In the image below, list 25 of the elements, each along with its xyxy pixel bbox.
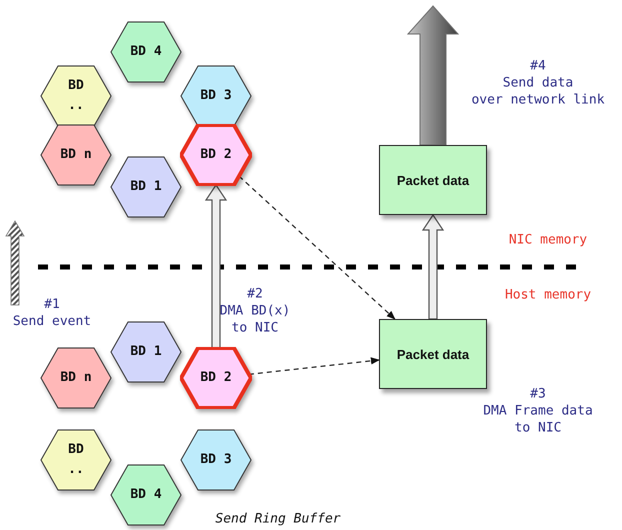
- thick-arrow: [406, 5, 460, 146]
- hollow-arrow: [422, 214, 444, 320]
- memory-region-label: NIC memory: [508, 232, 588, 248]
- descriptor-label: BD ..: [67, 77, 85, 115]
- memory-region-label: Host memory: [504, 286, 592, 304]
- descriptor-label: BD n: [60, 369, 92, 387]
- descriptor-label: BD ..: [67, 441, 85, 479]
- hollow-arrow: [204, 184, 228, 349]
- descriptor-label: BD 2: [200, 146, 232, 164]
- descriptor-label: BD 3: [200, 87, 232, 105]
- caption-text: Send Ring Buffer: [215, 510, 341, 528]
- descriptor-label: BD 1: [130, 343, 162, 361]
- step-note: #2 DMA BD(x) to NIC: [220, 286, 290, 336]
- step-note: #4 Send data over network link: [471, 58, 605, 108]
- packet-box: Packet data: [379, 145, 487, 215]
- descriptor-label: BD 4: [130, 43, 162, 61]
- dashed-arrow: [238, 176, 396, 320]
- descriptor-label: BD 4: [130, 486, 162, 504]
- descriptor-label: BD 1: [130, 178, 162, 196]
- dashed-arrow: [248, 357, 380, 375]
- descriptor-label: BD n: [60, 146, 92, 164]
- step-note: #1 Send event: [12, 296, 92, 330]
- descriptor-label: BD 2: [200, 369, 232, 387]
- packet-box: Packet data: [379, 319, 487, 389]
- descriptor-label: BD 3: [200, 451, 232, 469]
